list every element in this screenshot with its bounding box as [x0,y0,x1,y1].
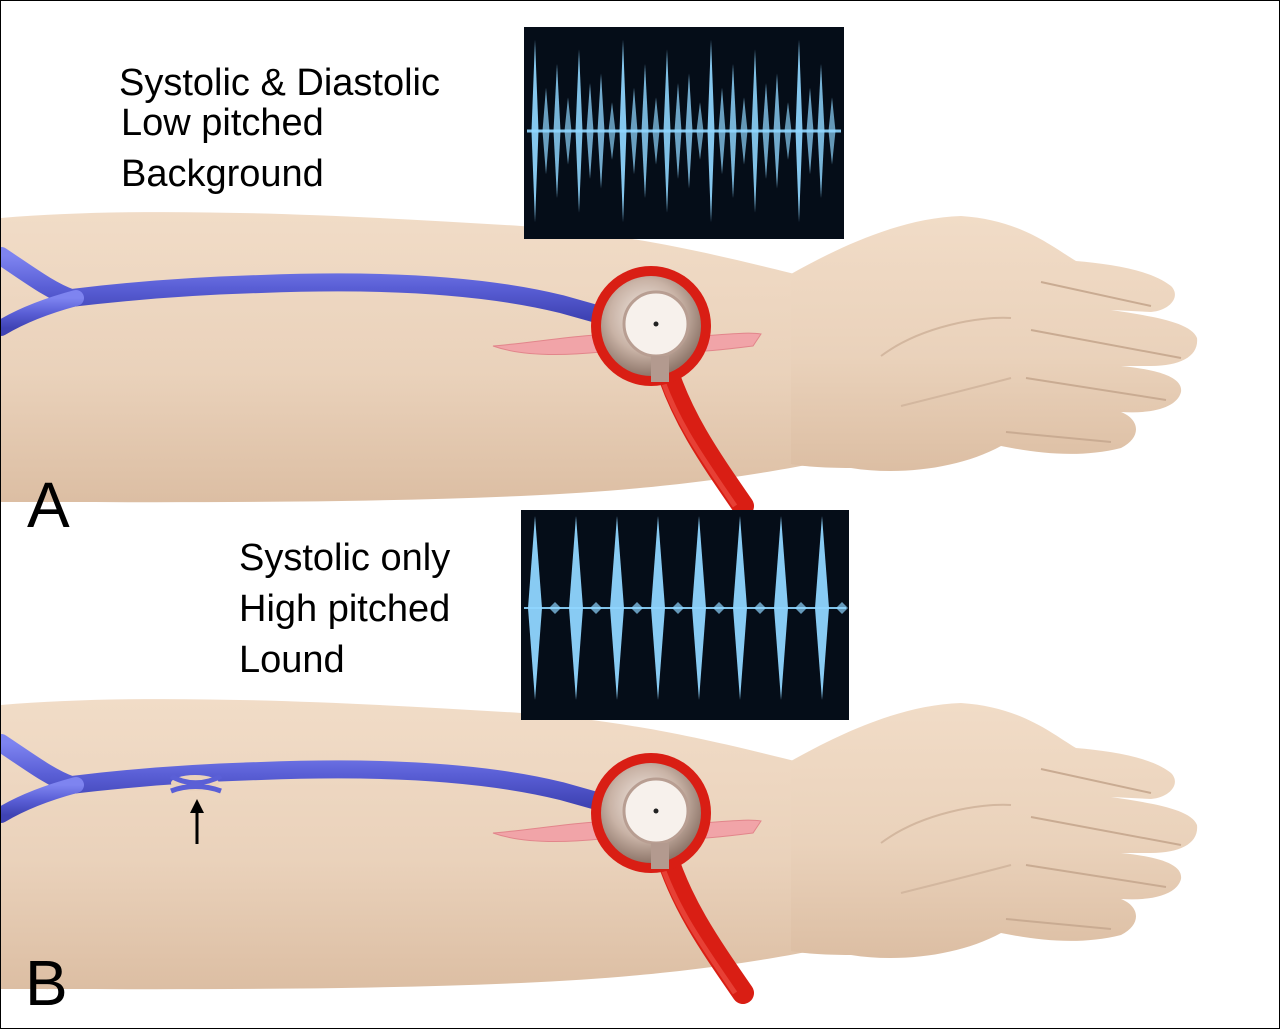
waveform-spike [575,49,583,213]
waveform-spike [729,63,737,199]
waveform-b [524,516,848,700]
waveform-spike [762,83,770,179]
panel-a-line-1: Systolic & Diastolic [119,62,440,104]
panel-b-line-3: Lound [239,639,345,681]
waveform-spike [569,516,583,700]
waveform-spike [542,87,550,175]
waveform-spike [774,516,788,700]
waveform-spike [663,49,671,213]
waveform-spike [553,63,561,199]
waveform-spike [817,63,825,199]
waveform-spike [652,97,660,165]
waveform-spike [641,63,649,199]
panel-b-line-2: High pitched [239,588,451,630]
waveform-spike [707,39,715,223]
waveform-spike [586,83,594,179]
waveform-spike [751,49,759,213]
waveform-spike [828,97,836,165]
waveform-spike [773,73,781,189]
waveform-spike [740,97,748,165]
panel-b-arm [1,699,1197,993]
waveform-spike [754,602,766,614]
up-arrow-icon [190,799,204,844]
waveform-spike [564,97,572,165]
waveform-spike [672,602,684,614]
panel-a-label: A [27,469,70,541]
panel-a-line-3: Background [121,153,324,195]
waveform-spike [784,102,792,160]
panel-b-line-1: Systolic only [239,537,451,579]
waveform-spike [795,39,803,223]
waveform-spike [631,602,643,614]
waveform-spike [651,516,665,700]
waveform-spike [836,602,848,614]
waveform-spike [713,602,725,614]
panel-b-label: B [25,947,68,1019]
waveform-spike [630,87,638,175]
waveform-spike [718,87,726,175]
waveform-spike [610,516,624,700]
panel-a-line-2: Low pitched [121,102,324,144]
waveform-spike [692,516,706,700]
waveform-spike [674,83,682,179]
waveform-spike [619,39,627,223]
waveform-spike [696,102,704,160]
waveform-spike [531,39,539,223]
waveform-spike [795,602,807,614]
waveform-spike [815,516,829,700]
panel-a-arm [1,212,1197,506]
waveform-spike [685,73,693,189]
waveform-spike [590,602,602,614]
waveform-spike [733,516,747,700]
waveform-a [527,39,841,223]
waveform-spike [608,102,616,160]
waveform-spike [528,516,542,700]
waveform-spike [549,602,561,614]
waveform-spike [597,73,605,189]
waveform-spike [806,87,814,175]
